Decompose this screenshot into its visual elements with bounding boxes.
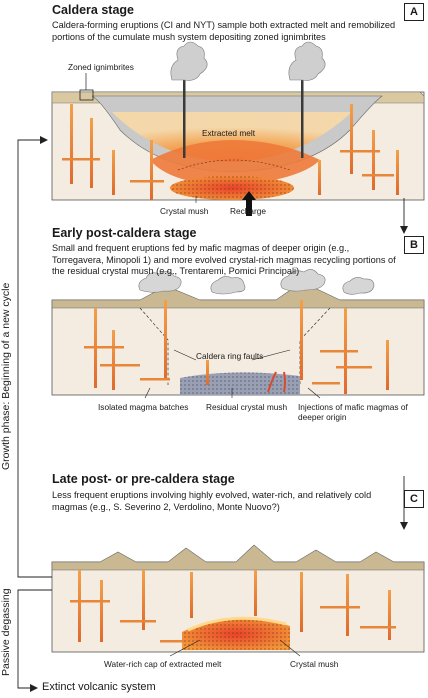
label-crystal-mush-c: Crystal mush	[290, 659, 339, 669]
label-extracted-melt: Extracted melt	[202, 128, 256, 138]
label-water-rich-cap: Water-rich cap of extracted melt	[104, 659, 222, 669]
label-growth-phase: Growth phase: Beginning of a new cycle	[0, 282, 12, 470]
panel-c-description: Less frequent eruptions involving highly…	[52, 490, 372, 512]
panel-b-block	[51, 269, 425, 399]
panel-b-letter: B	[404, 236, 424, 254]
panel-c-title: Late post- or pre-caldera stage	[52, 472, 235, 486]
panel-b-title: Early post-caldera stage	[52, 226, 197, 240]
label-recharge: Recharge	[230, 206, 266, 216]
label-zoned-ignimbrites: Zoned ignimbrites	[68, 62, 134, 72]
panel-a-description: Caldera-forming eruptions (CI and NYT) s…	[52, 20, 396, 42]
label-mafic-injections: Injections of mafic magmas of deeper ori…	[298, 402, 408, 422]
label-residual-crystal-mush: Residual crystal mush	[206, 402, 288, 412]
arrow-heads	[30, 136, 408, 692]
panel-a-title: Caldera stage	[52, 3, 134, 17]
label-extinct-system: Extinct volcanic system	[42, 681, 156, 693]
panel-c-block	[51, 544, 425, 657]
panel-a-block	[51, 41, 425, 216]
panel-b-description: Small and frequent eruptions fed by mafi…	[52, 243, 396, 276]
panel-c-letter: C	[404, 490, 424, 508]
label-isolated-magma-batches: Isolated magma batches	[98, 402, 189, 412]
label-passive-degassing: Passive degassing	[0, 588, 12, 676]
label-caldera-ring-faults: Caldera ring faults	[196, 351, 264, 361]
panel-a-letter: A	[404, 3, 424, 21]
label-crystal-mush-a: Crystal mush	[160, 206, 209, 216]
